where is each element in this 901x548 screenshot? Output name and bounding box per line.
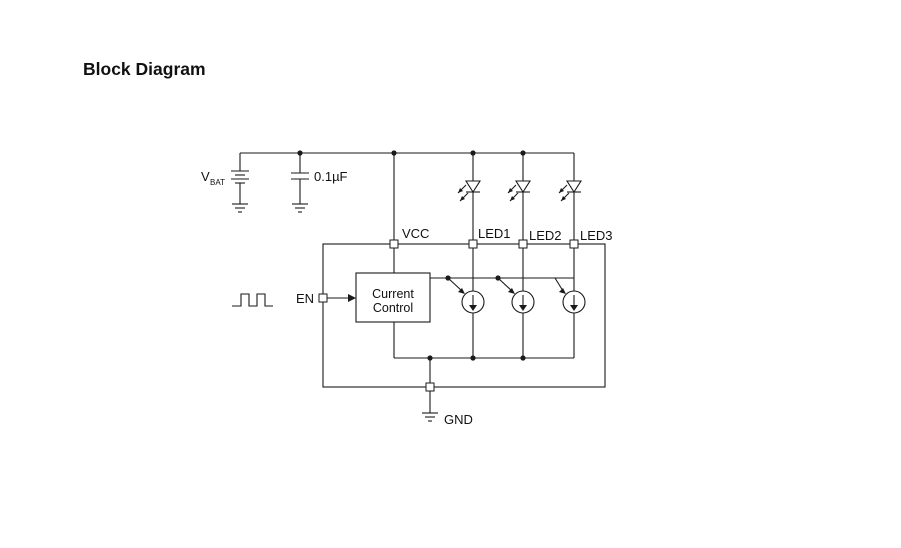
capacitor-label: 0.1µF [314,169,348,184]
led3-emission-icon [558,184,570,202]
gnd-pin [425,382,435,392]
led3-branch [558,153,583,244]
vcc-label: VCC [402,226,429,241]
vbat-label: V [201,169,210,184]
en-label: EN [296,291,314,306]
current-control-block [355,272,431,323]
en-pin [318,293,328,303]
ground-icon [422,387,438,422]
led1-pin [468,239,478,249]
led1-emission-icon [457,184,469,202]
page-title: Block Diagram [83,59,206,79]
en-arrow-icon [348,294,356,302]
led1-label: LED1 [478,226,511,241]
led3-pin [569,239,579,249]
capacitor-icon [291,153,309,213]
led2-label: LED2 [529,228,562,243]
vbat-subscript: BAT [210,178,225,187]
led2-pin [518,239,528,249]
led3-label: LED3 [580,228,613,243]
vcc-pin [389,239,399,249]
battery-icon [231,153,249,213]
led1-branch [457,153,482,244]
supply-rail [240,150,574,156]
led2-branch [507,153,532,244]
ic-outline [322,243,606,388]
pulse-waveform-icon [232,293,273,307]
current-source-1 [447,244,485,358]
current-source-2 [497,244,535,358]
current-source-3 [554,244,586,358]
current-control-label-line1: Current [372,287,414,301]
current-control-label-line2: Control [373,301,413,315]
led2-emission-icon [507,184,519,202]
gnd-label: GND [444,412,473,427]
